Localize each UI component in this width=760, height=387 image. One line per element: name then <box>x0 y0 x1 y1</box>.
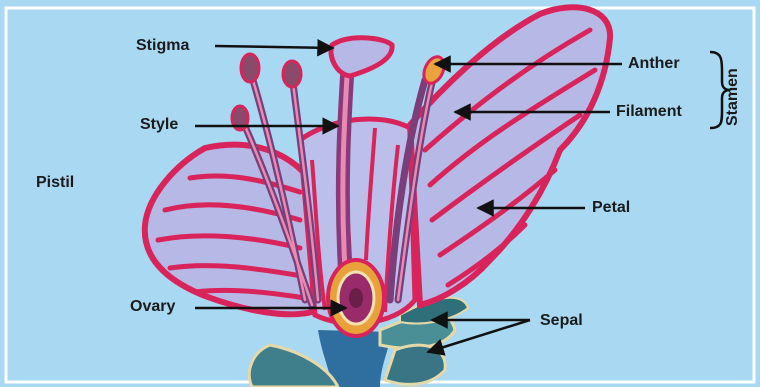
label-style: Style <box>140 117 178 133</box>
ovary <box>328 260 384 336</box>
label-anther: Anther <box>628 56 680 72</box>
label-ovary: Ovary <box>130 299 175 315</box>
label-sepal: Sepal <box>540 313 583 329</box>
label-petal: Petal <box>592 200 630 216</box>
label-stigma: Stigma <box>136 38 189 54</box>
label-pistil: Pistil <box>36 175 74 191</box>
label-filament: Filament <box>616 104 682 120</box>
label-stamen: Stamen <box>724 68 742 126</box>
